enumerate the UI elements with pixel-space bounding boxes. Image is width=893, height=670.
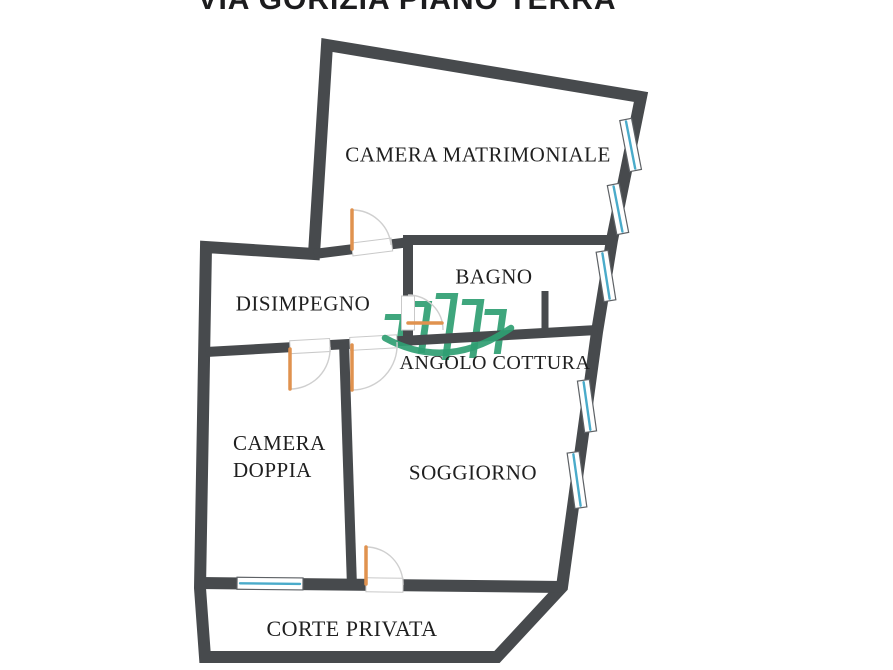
label-soggiorno: SOGGIORNO	[408, 460, 538, 485]
label-bagno: BAGNO	[455, 264, 533, 289]
door-corte-privata	[364, 545, 404, 586]
opening-bagno	[401, 295, 415, 331]
window-bagno	[595, 249, 617, 303]
door-camera-doppia	[288, 346, 331, 391]
door-bagno	[406, 294, 444, 331]
door-matrimoniale	[350, 208, 392, 251]
window-matrimoniale-2	[606, 182, 630, 236]
window-soggiorno-1	[576, 378, 598, 434]
label-camera-doppia-line1: CAMERA	[233, 431, 326, 455]
wall-doppia-soggiorno-divider	[339, 341, 357, 588]
label-corte-privata: CORTE PRIVATA	[266, 616, 438, 641]
windows	[236, 117, 643, 591]
door-openings	[289, 237, 415, 593]
label-angolo-cottura: ANGOLO COTTURA	[399, 352, 591, 374]
window-soggiorno-2	[566, 450, 588, 510]
page-title: VIA GORIZIA PIANO TERRA	[197, 0, 616, 17]
opening-camera-doppia	[289, 337, 331, 355]
window-matrimoniale-1	[619, 117, 643, 173]
green-watermark-logo-swoosh	[381, 324, 515, 357]
label-camera-doppia-line2: DOPPIA	[233, 458, 312, 482]
window-camera-doppia	[236, 576, 304, 591]
opening-matrimoniale	[350, 237, 394, 257]
label-disimpegno: DISIMPEGNO	[235, 291, 371, 316]
label-camera-doppia: CAMERA DOPPIA	[233, 430, 326, 484]
door-soggiorno	[350, 341, 398, 392]
outer-wall	[193, 37, 649, 663]
label-camera-matrimoniale: CAMERA MATRIMONIALE	[345, 142, 611, 167]
doors	[288, 208, 444, 586]
opening-corte	[365, 577, 404, 593]
wall-middle	[205, 325, 598, 357]
